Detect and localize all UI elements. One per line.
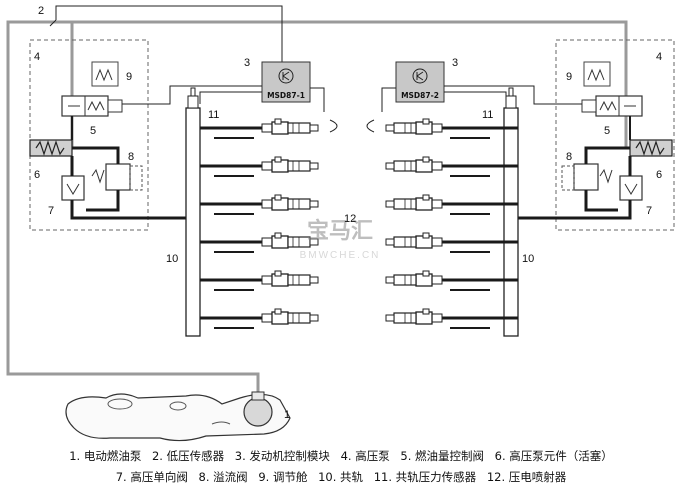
label-6-right: 6	[656, 169, 662, 181]
fuel-quantity-valve-left	[61, 95, 123, 117]
callout-labels: 1 2 3 3 4 4 5 5 6 6 7 7 8 8 9 9 10 10 11…	[34, 5, 662, 421]
label-1: 1	[284, 409, 290, 421]
pressure-relief-valve-left	[91, 163, 143, 191]
label-6-left: 6	[34, 169, 40, 181]
control-wiring	[122, 85, 582, 112]
label-10-right: 10	[522, 253, 534, 265]
engine-control-module-left: MSD87-1	[261, 61, 311, 103]
injector	[385, 118, 518, 139]
injector	[385, 270, 518, 291]
label-7-right: 7	[646, 205, 652, 217]
injector	[200, 232, 319, 253]
regulation-chamber-left	[91, 61, 119, 87]
legend-item-3: 3. 发动机控制模块	[234, 449, 330, 463]
legend-item-8: 8. 溢流阀	[198, 470, 248, 484]
high-pressure-pump-left	[29, 39, 186, 231]
injector	[200, 194, 319, 215]
label-11-left: 11	[208, 109, 219, 121]
label-8-left: 8	[128, 151, 134, 163]
label-12: 12	[344, 213, 356, 225]
high-pressure-check-valve-right	[619, 175, 643, 201]
legend-item-9: 9. 调节舱	[258, 470, 308, 484]
legend-item-2: 2. 低压传感器	[151, 449, 225, 463]
label-5-left: 5	[90, 125, 96, 137]
pressure-relief-valve-right	[561, 163, 613, 191]
label-4-left: 4	[34, 51, 40, 63]
watermark-logo: 宝马汇	[307, 218, 373, 244]
injector	[199, 118, 319, 139]
pump-piston-right	[629, 139, 673, 157]
legend-item-12: 12. 压电喷射器	[486, 470, 567, 484]
legend-item-7: 7. 高压单向阀	[115, 470, 188, 484]
label-10-left: 10	[166, 253, 178, 265]
high-pressure-check-valve-left	[61, 175, 85, 201]
legend-item-10: 10. 共轨	[318, 470, 364, 484]
label-11-right: 11	[482, 109, 493, 121]
watermark-url: BMWCHE.CN	[300, 250, 381, 261]
legend-item-11: 11. 共轨压力传感器	[373, 470, 477, 484]
fuel-quantity-valve-right	[581, 95, 643, 117]
electric-fuel-pump	[243, 391, 273, 427]
high-pressure-pump-right	[516, 39, 675, 231]
injector	[385, 232, 518, 253]
injector	[385, 194, 518, 215]
legend-line-1: 1. 电动燃油泵 2. 低压传感器 3. 发动机控制模块 4. 高压泵 5. 燃…	[0, 446, 682, 467]
label-8-right: 8	[566, 151, 572, 163]
label-9-left: 9	[126, 71, 132, 83]
legend-item-1: 1. 电动燃油泵	[69, 449, 142, 463]
common-rail-left	[185, 87, 201, 337]
module-label-right: MSD87-2	[401, 91, 439, 100]
common-rail-right	[503, 87, 519, 337]
label-4-right: 4	[656, 51, 662, 63]
engine-control-module-right: MSD87-2	[395, 61, 445, 103]
label-3-right: 3	[452, 57, 458, 69]
legend-caption: 1. 电动燃油泵 2. 低压传感器 3. 发动机控制模块 4. 高压泵 5. 燃…	[0, 446, 682, 488]
fuel-tank	[65, 393, 291, 442]
legend-line-2: 7. 高压单向阀 8. 溢流阀 9. 调节舱 10. 共轨 11. 共轨压力传感…	[0, 467, 682, 488]
injector	[200, 308, 319, 329]
fuel-system-diagram: MSD87-1 MSD87-2	[6, 5, 675, 442]
injector-wiring	[329, 119, 375, 133]
injector	[385, 308, 518, 329]
legend-item-4: 4. 高压泵	[340, 449, 390, 463]
label-9-right: 9	[566, 71, 572, 83]
label-3-left: 3	[244, 57, 250, 69]
label-5-right: 5	[604, 125, 610, 137]
injector	[385, 156, 518, 177]
injector-bank-left	[199, 118, 319, 329]
legend-item-5: 5. 燃油量控制阀	[400, 449, 485, 463]
label-7-left: 7	[48, 205, 54, 217]
low-pressure-sensor-wire	[49, 5, 283, 62]
injector-bank-right	[385, 118, 518, 329]
injector	[200, 156, 319, 177]
legend-item-6: 6. 高压泵元件（活塞）	[494, 449, 613, 463]
module-label-left: MSD87-1	[267, 91, 305, 100]
label-2: 2	[38, 5, 44, 17]
pump-piston-left	[29, 139, 73, 157]
injector	[200, 270, 319, 291]
watermark: 宝马汇 BMWCHE.CN	[300, 218, 381, 261]
regulation-chamber-right	[583, 61, 611, 87]
